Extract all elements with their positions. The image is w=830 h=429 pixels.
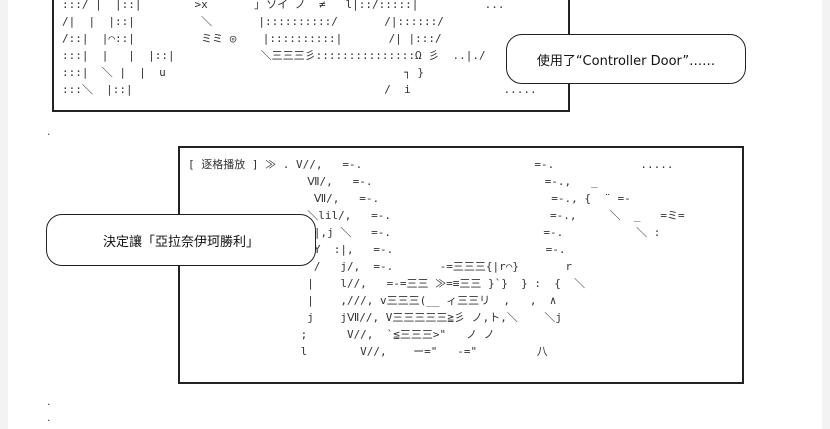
comic-page: :::/ | |::| >x ｣ ソイ ノ ≠ l|::/:::::| ... … [8, 0, 822, 429]
speech-bubble-used: 使用了“Controller Door”…… [506, 34, 746, 84]
main-ascii-art: [ 逐格播放 ] ≫ . V//, =-. =-. ..... Ⅶ/, =-. … [188, 156, 685, 360]
decide-text: 決定讓「亞拉奈伊珂勝利」 [102, 234, 259, 250]
ascii-art-line: Ⅶ/, =-. =-., _ [188, 175, 598, 188]
ascii-art-line: l V//, ー=" -=" 八 [188, 345, 548, 358]
speech-bubble-decide: 決定讓「亞拉奈伊珂勝利」 [46, 214, 316, 266]
top-panel: :::/ | |::| >x ｣ ソイ ノ ≠ l|::/:::::| ... … [52, 0, 570, 112]
ascii-art-line: ＼lil/, =-. =-., ＼ _ =ミ= [188, 209, 685, 222]
ascii-art-line: j jⅦ//, V三三三三三≧彡 ノ,ト,＼ ＼j [188, 311, 562, 324]
ascii-art-line: Ⅶ/, =-. =-., { ¨ =- [188, 192, 631, 205]
ascii-art-line: |,j ＼ =-. =-. ＼ : [188, 226, 661, 239]
ascii-art-line: | ,///, v三三三(__ ィ三三リ , , ∧ [188, 294, 557, 307]
used-text: 使用了“Controller Door”…… [536, 53, 716, 69]
dot-mark: . [46, 414, 52, 424]
top-ascii-art: :::/ | |::| >x ｣ ソイ ノ ≠ l|::/:::::| ... … [62, 0, 537, 96]
ascii-art-line: | l//, =-=三三 ≫=≡三三 }`} } : { ＼ [188, 277, 586, 290]
ascii-art-line: / j/, =-. -=三三三{|r⌒} r [188, 260, 572, 273]
ascii-art-line: [ 逐格播放 ] ≫ . V//, =-. =-. ..... [188, 158, 674, 171]
dot-mark: . [46, 128, 52, 138]
ascii-art-line: ; V//, `≦三三三>" ノ ノ [188, 328, 495, 341]
dot-mark: . [46, 398, 52, 408]
